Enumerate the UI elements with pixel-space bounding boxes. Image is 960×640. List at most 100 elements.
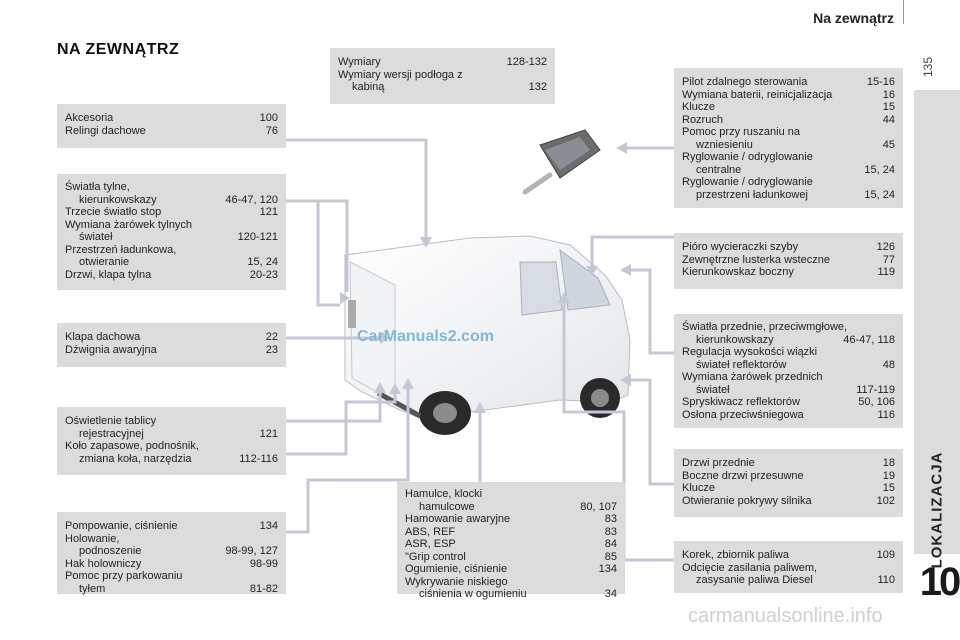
connector-arrowheads [340, 142, 631, 413]
entry-page-ref: 46-47, 120 [225, 193, 278, 206]
entry-page-ref: 50, 106 [858, 396, 895, 408]
entry-page-ref: 15-16 [866, 76, 895, 88]
entry-page-ref: 45 [882, 138, 895, 151]
entry-page-ref: 77 [882, 253, 895, 266]
entry-text: Drzwi, klapa tylna [65, 268, 152, 281]
connector-lines [286, 138, 674, 562]
entry-page-ref [889, 321, 895, 334]
entry-page-ref: 128-132 [506, 56, 547, 68]
entry-page-ref: 48 [882, 358, 895, 371]
entry-page-ref: 34 [604, 588, 617, 600]
entry-page-ref: 121 [259, 427, 278, 440]
entry-page-ref: 46-47, 118 [843, 333, 895, 346]
entry-text: Koło zapasowe, podnośnik, [65, 440, 199, 452]
entry-page-ref: 19 [882, 469, 895, 482]
entry-page-ref [272, 570, 278, 583]
watermark-center: CarManuals2.com [357, 328, 494, 345]
index-entry: Przestrzeń ładunkowa, [65, 244, 278, 257]
entry-text: świateł [696, 383, 730, 396]
entry-page-ref [541, 69, 547, 82]
entry-page-ref: 22 [265, 331, 278, 343]
entry-page-ref: 15, 24 [864, 163, 895, 176]
index-entry: kabiną 132 [338, 81, 547, 94]
entry-page-ref: 83 [604, 525, 617, 538]
entry-text: Klucze [682, 101, 716, 113]
entry-page-ref: 109 [876, 549, 895, 561]
entry-text: ASR, ESP [405, 538, 456, 550]
index-entry: Światła przednie, przeciwmgłowe, [682, 321, 895, 334]
entry-page-ref: 120-121 [237, 231, 278, 243]
entry-text: Korek, zbiornik paliwa [682, 549, 789, 561]
entry-page-ref: 84 [604, 538, 617, 550]
index-entry: Holowanie, [65, 533, 278, 546]
entry-text: otwieranie [79, 256, 130, 268]
entry-text: Relingi dachowe [65, 124, 146, 137]
entry-text: Otwieranie pokrywy silnika [682, 494, 812, 507]
entry-page-ref [272, 244, 278, 257]
entry-text: Hak holowniczy [65, 557, 142, 570]
entry-page-ref: 18 [882, 457, 895, 469]
index-entry: Wymiana żarówek tylnych [65, 219, 278, 232]
index-entry: Regulacja wysokości wiązki [682, 346, 895, 359]
entry-text: kierunkowskazy [696, 333, 774, 346]
entry-text: Hamowanie awaryjne [405, 513, 511, 525]
entry-page-ref: 126 [876, 241, 895, 253]
entry-text: Pomoc przy ruszaniu na [682, 126, 800, 138]
entry-text: Pilot zdalnego sterowania [682, 76, 808, 88]
index-entry: ABS, REF 83 [405, 526, 617, 539]
index-entry: otwieranie 15, 24 [65, 256, 278, 269]
entry-text: Boczne drzwi przesuwne [682, 469, 804, 482]
entry-text: kabiną [352, 81, 385, 93]
entry-text: Zewnętrzne lusterka wsteczne [682, 253, 830, 266]
entry-page-ref: 15, 24 [247, 256, 278, 268]
index-entry: Pomoc przy ruszaniu na [682, 126, 895, 139]
entry-text: Klucze [682, 482, 716, 494]
entry-text: "Grip control [405, 550, 466, 563]
entry-text: Rozruch [682, 113, 723, 126]
entry-text: Wymiana baterii, reinicjalizacja [682, 88, 833, 101]
index-entry: Wykrywanie niskiego [405, 576, 617, 589]
entry-text: ABS, REF [405, 525, 456, 538]
entry-text: Wymiana żarówek przednich [682, 371, 823, 383]
index-entry: Pióro wycieraczki szyby 126 [682, 241, 895, 254]
entry-page-ref: 119 [877, 266, 895, 278]
entry-text: Osłona przeciwśniegowa [682, 408, 804, 421]
chapter-number: 10 [919, 560, 960, 604]
entry-page-ref: 23 [265, 343, 278, 356]
entry-text: Akcesoria [65, 112, 114, 124]
entry-text: Pióro wycieraczki szyby [682, 241, 799, 253]
entry-page-ref: 134 [598, 563, 617, 575]
page-heading: NA ZEWNĄTRZ [57, 41, 180, 58]
index-entry: Wymiana żarówek przednich [682, 371, 895, 384]
entry-text: Regulacja wysokości wiązki [682, 346, 818, 358]
entry-page-ref: 117-119 [856, 383, 895, 396]
entry-text: Oświetlenie tablicy [65, 415, 157, 427]
entry-page-ref: 98-99 [249, 557, 278, 570]
index-entry: Światła tylne, [65, 181, 278, 194]
entry-text: podnoszenie [79, 545, 142, 557]
entry-page-ref: 132 [528, 81, 547, 93]
entry-page-ref: 15, 24 [864, 188, 895, 201]
entry-page-ref [611, 488, 617, 501]
